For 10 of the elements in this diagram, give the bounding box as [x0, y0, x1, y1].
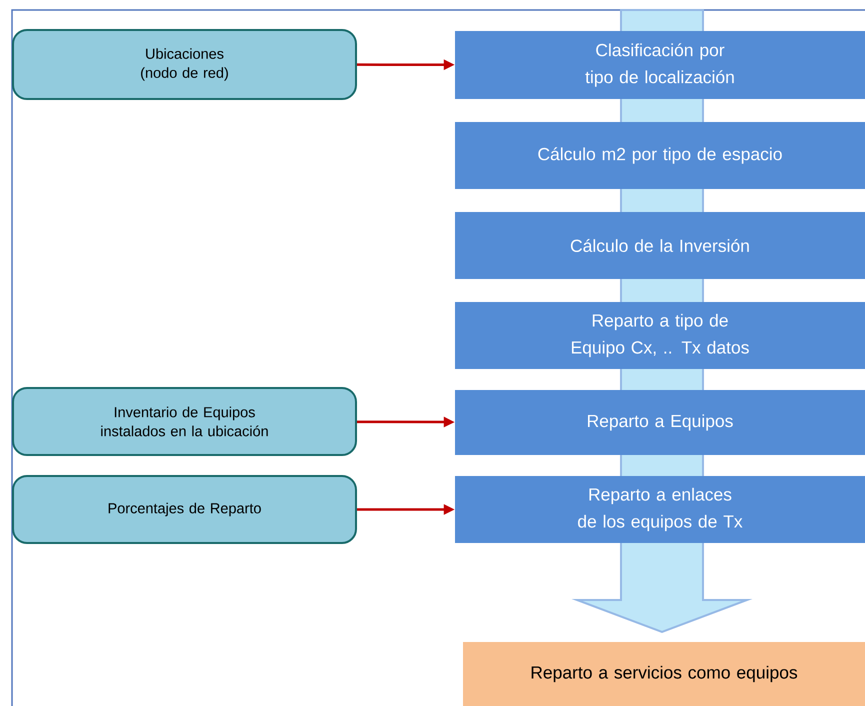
- process-box: Clasificación por tipo de localización: [455, 31, 865, 99]
- process-box: Cálculo de la Inversión: [455, 212, 865, 279]
- process-box: Cálculo m2 por tipo de espacio: [455, 122, 865, 189]
- result-box: Reparto a servicios como equipos: [463, 642, 865, 706]
- input-box: Ubicaciones (nodo de red): [12, 29, 357, 100]
- input-box: Porcentajes de Reparto: [12, 475, 357, 544]
- process-box: Reparto a Equipos: [455, 390, 865, 455]
- process-box: Reparto a enlaces de los equipos de Tx: [455, 476, 865, 543]
- process-box: Reparto a tipo de Equipo Cx, .. Tx datos: [455, 302, 865, 369]
- input-box: Inventario de Equipos instalados en la ubicación: [12, 387, 357, 456]
